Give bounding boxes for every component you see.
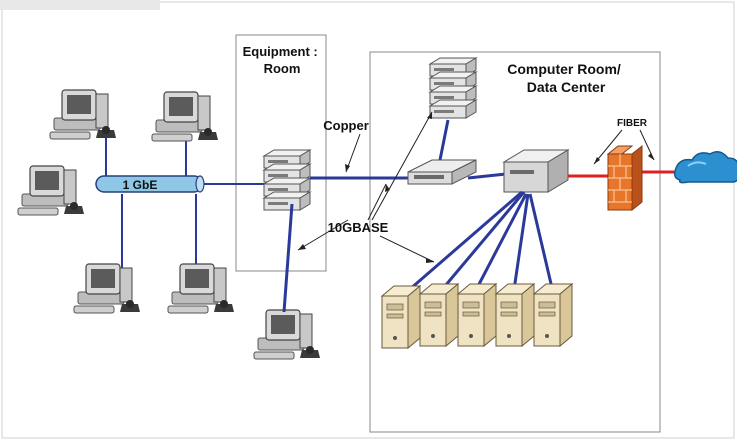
copper-label: Copper [323, 118, 369, 133]
router-icon[interactable] [502, 149, 570, 193]
equipment-room-box [235, 34, 327, 272]
computer-room-label: Computer Room/ Data Center [507, 61, 624, 95]
trunk-links [282, 119, 507, 313]
computer-room-box [369, 51, 661, 433]
tower-server-icon[interactable] [533, 283, 573, 347]
computer-room-label-line2: Data Center [527, 79, 606, 95]
fiber-links [568, 170, 676, 178]
computer-room-label-line1: Computer Room/ [507, 61, 621, 77]
equipment-room-label-line1: Equipment : [243, 44, 318, 59]
cloud-icon[interactable] [673, 151, 737, 184]
lan-links [105, 134, 266, 274]
tenG-label: 10GBASE [328, 220, 389, 235]
switch-stack-icon[interactable] [263, 149, 311, 211]
server-links [401, 190, 554, 298]
tower-server-icon[interactable] [419, 283, 459, 347]
gbe-backbone [95, 175, 205, 193]
switch-icon[interactable] [407, 159, 477, 185]
firewall-icon[interactable] [606, 144, 643, 212]
equipment-room-label: Equipment : Room [243, 44, 322, 76]
tower-server-icon[interactable] [457, 283, 497, 347]
workstation-icon[interactable] [167, 263, 235, 314]
workstation-icon[interactable] [151, 91, 219, 142]
server-rack-icon[interactable] [429, 57, 477, 119]
fiber-label: FIBER [617, 118, 648, 129]
workstation-icon[interactable] [49, 89, 117, 140]
workstation-icon[interactable] [17, 165, 85, 216]
tower-server-icon[interactable] [495, 283, 535, 347]
workstation-icon[interactable] [253, 309, 321, 360]
top-left-tab [0, 0, 160, 10]
backbone-label: 1 GbE [123, 178, 158, 192]
workstation-icon[interactable] [73, 263, 141, 314]
arrowheads [298, 112, 654, 263]
tower-server-icon[interactable] [381, 285, 421, 349]
equipment-room-label-line2: Room [264, 61, 301, 76]
